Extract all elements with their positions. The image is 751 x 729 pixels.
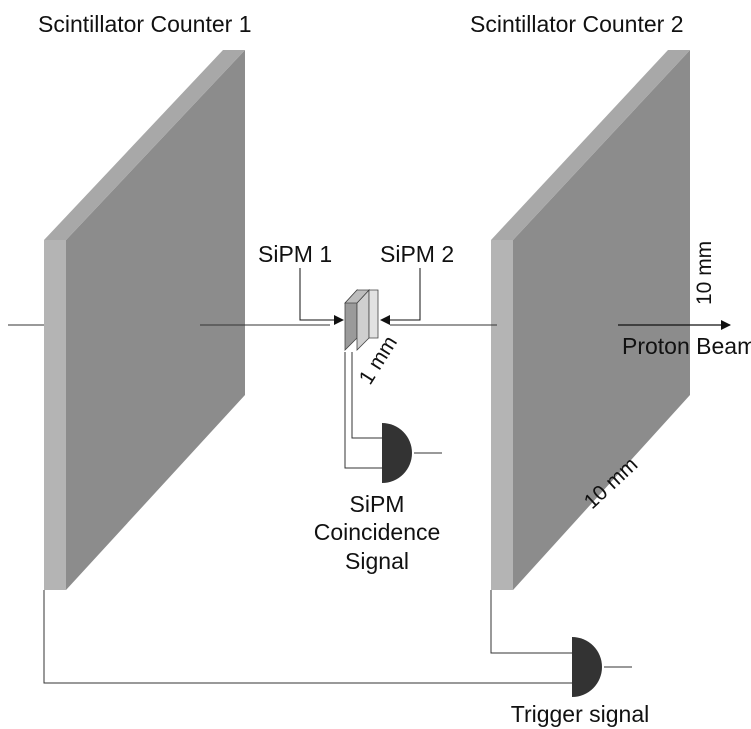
sipm-pointers [299, 268, 421, 325]
counter-2-side-edge [491, 240, 513, 590]
counter-2-top-edge [491, 50, 690, 240]
trigger-wiring [43, 590, 632, 684]
sipm-2-label: SiPM 2 [380, 241, 454, 267]
coincidence-signal-label-1: SiPM [350, 491, 405, 517]
counter-2-face [513, 50, 690, 590]
sipm-1-label: SiPM 1 [258, 241, 332, 267]
counter-1-face [66, 50, 245, 590]
sipm-right-side [368, 289, 379, 339]
trigger-gate [572, 637, 602, 697]
proton-beam-label: Proton Beam [622, 333, 751, 359]
counter-1-side-edge [44, 240, 66, 590]
sipm-coincidence-wiring [344, 352, 442, 469]
trigger-signal-label: Trigger signal [511, 701, 649, 727]
sipm-1-pointer [299, 268, 344, 325]
counter-2-title: Scintillator Counter 2 [470, 11, 684, 37]
sipm-2-pointer [380, 268, 421, 325]
counter-1-title: Scintillator Counter 1 [38, 11, 252, 37]
sipm-coincidence-gate [382, 423, 412, 483]
height-dimension-label: 10 mm [693, 241, 716, 305]
counter-1-top-edge [44, 50, 245, 240]
coincidence-signal-label-2: Coincidence [314, 519, 441, 545]
scintillator-counter-2 [491, 50, 690, 590]
sipm-pair [344, 288, 379, 351]
coincidence-signal-label-3: Signal [345, 548, 409, 574]
scintillator-counter-1 [44, 50, 245, 590]
